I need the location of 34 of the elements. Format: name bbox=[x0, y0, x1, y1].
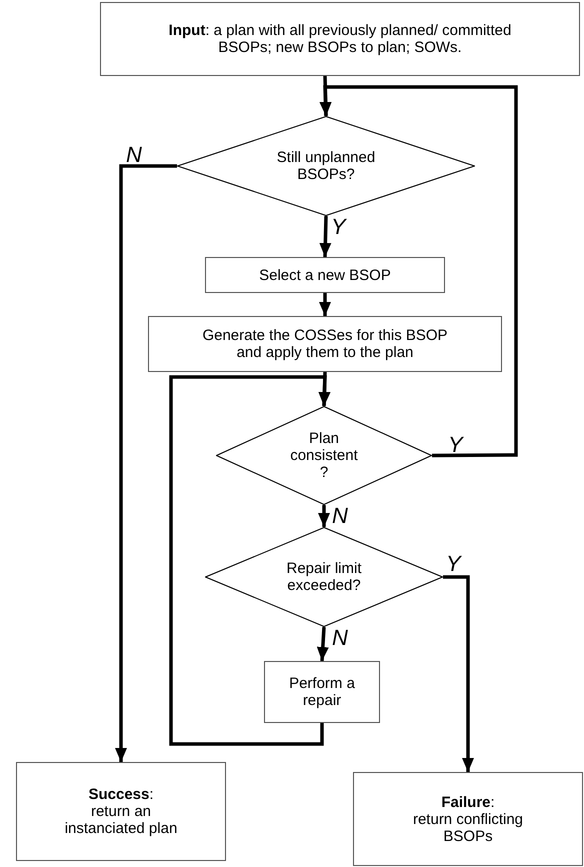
process-box bbox=[264, 661, 380, 723]
node-text: return an instanciated plan bbox=[64, 803, 178, 837]
node-text: Still unplanned BSOPs? bbox=[276, 149, 376, 183]
process-box bbox=[205, 257, 445, 293]
process-box bbox=[353, 772, 583, 866]
arrow bbox=[443, 575, 474, 772]
node-heading: Success: bbox=[88, 786, 154, 803]
arrow bbox=[318, 505, 330, 527]
arrow bbox=[169, 375, 330, 746]
decision-diamond bbox=[205, 527, 443, 627]
edge-label: Y bbox=[448, 434, 463, 456]
node-text: Select a new BSOP bbox=[259, 266, 391, 284]
decision-diamond bbox=[177, 116, 475, 216]
edge-label: N bbox=[332, 505, 348, 527]
arrow bbox=[320, 85, 518, 458]
node-heading: Failure: bbox=[441, 794, 495, 810]
node-text: return conflicting BSOPs bbox=[412, 810, 524, 844]
node-text: Input: a plan with all previously planned/ committed BSOPs; new BSOPs to plan; SOWs. bbox=[168, 22, 512, 56]
process-box bbox=[16, 762, 226, 861]
edge-label: Y bbox=[446, 553, 461, 575]
arrow bbox=[319, 216, 332, 258]
node-text: Generate the COSSes for this BSOP and apply them to the plan bbox=[201, 327, 449, 361]
process-box bbox=[148, 316, 502, 372]
arrow bbox=[115, 164, 177, 762]
edge-label: N bbox=[126, 144, 142, 166]
node-text: Repair limit exceeded? bbox=[285, 560, 362, 594]
process-box bbox=[100, 2, 580, 76]
node-text: Perform a repair bbox=[288, 675, 356, 709]
edge-label: Y bbox=[331, 216, 346, 238]
decision-diamond bbox=[216, 406, 432, 505]
edge-label: N bbox=[332, 627, 348, 649]
arrow bbox=[316, 626, 329, 662]
arrow bbox=[319, 293, 331, 316]
node-text: Plan consistent ? bbox=[289, 430, 359, 481]
